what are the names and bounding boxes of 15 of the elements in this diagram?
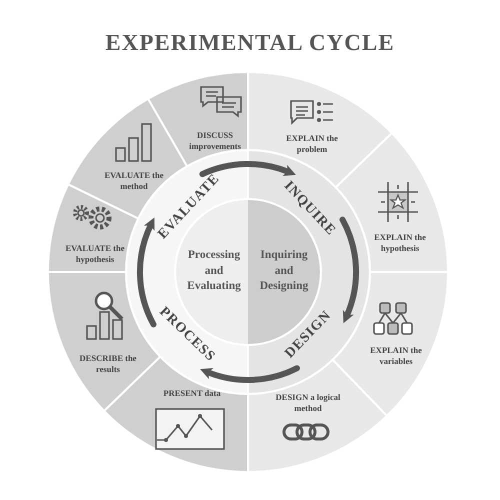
center-label: Inquiring and Designing xyxy=(258,248,310,294)
title: EXPERIMENTAL CYCLE xyxy=(104,30,396,56)
segment-label: PRESENT data xyxy=(162,388,222,399)
cycle-arrow xyxy=(199,161,296,178)
segment-label: EVALUATE the hypothesis xyxy=(64,243,126,264)
segment-label: EXPLAIN the variables xyxy=(369,345,423,366)
center-label: Processing and Evaluating xyxy=(186,248,242,294)
segment-label: DESIGN a logical method xyxy=(274,392,342,414)
cycle-arrow xyxy=(137,217,156,328)
cycle-arrow xyxy=(200,365,300,383)
cycle-arrow xyxy=(340,216,359,324)
segment-label: DESCRIBE the results xyxy=(78,353,138,374)
segment-label: EXPLAIN the hypothesis xyxy=(373,232,427,254)
segment-label: DISCUSS improvements xyxy=(188,130,242,152)
segment-label: EXPLAIN the problem xyxy=(285,133,339,154)
